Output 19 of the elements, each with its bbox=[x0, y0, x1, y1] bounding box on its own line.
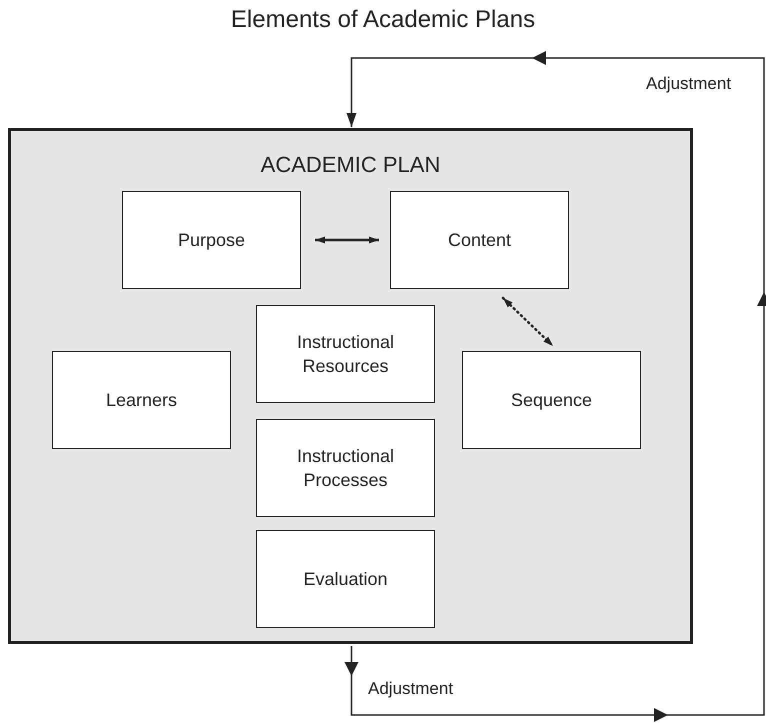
element-box bbox=[122, 191, 301, 289]
element-label: Evaluation bbox=[303, 568, 388, 591]
adjustment-label: Adjustment bbox=[368, 679, 454, 699]
element-box bbox=[256, 530, 435, 628]
element-label: Sequence bbox=[510, 389, 592, 412]
element-box bbox=[462, 351, 641, 449]
element-box bbox=[256, 419, 435, 517]
element-label: Content bbox=[448, 229, 512, 252]
plan-panel bbox=[8, 128, 693, 644]
element-box bbox=[390, 191, 569, 289]
adjustment-label: Adjustment bbox=[646, 74, 732, 94]
element-label: Learners bbox=[106, 389, 178, 412]
element-box bbox=[52, 351, 231, 449]
element-box bbox=[256, 305, 435, 403]
element-label: Instructional Resources bbox=[296, 331, 396, 378]
element-label: Purpose bbox=[178, 229, 246, 252]
element-label: Instructional Processes bbox=[296, 445, 396, 492]
diagram-title: Elements of Academic Plans bbox=[230, 6, 536, 34]
panel-heading: ACADEMIC PLAN bbox=[260, 151, 442, 179]
